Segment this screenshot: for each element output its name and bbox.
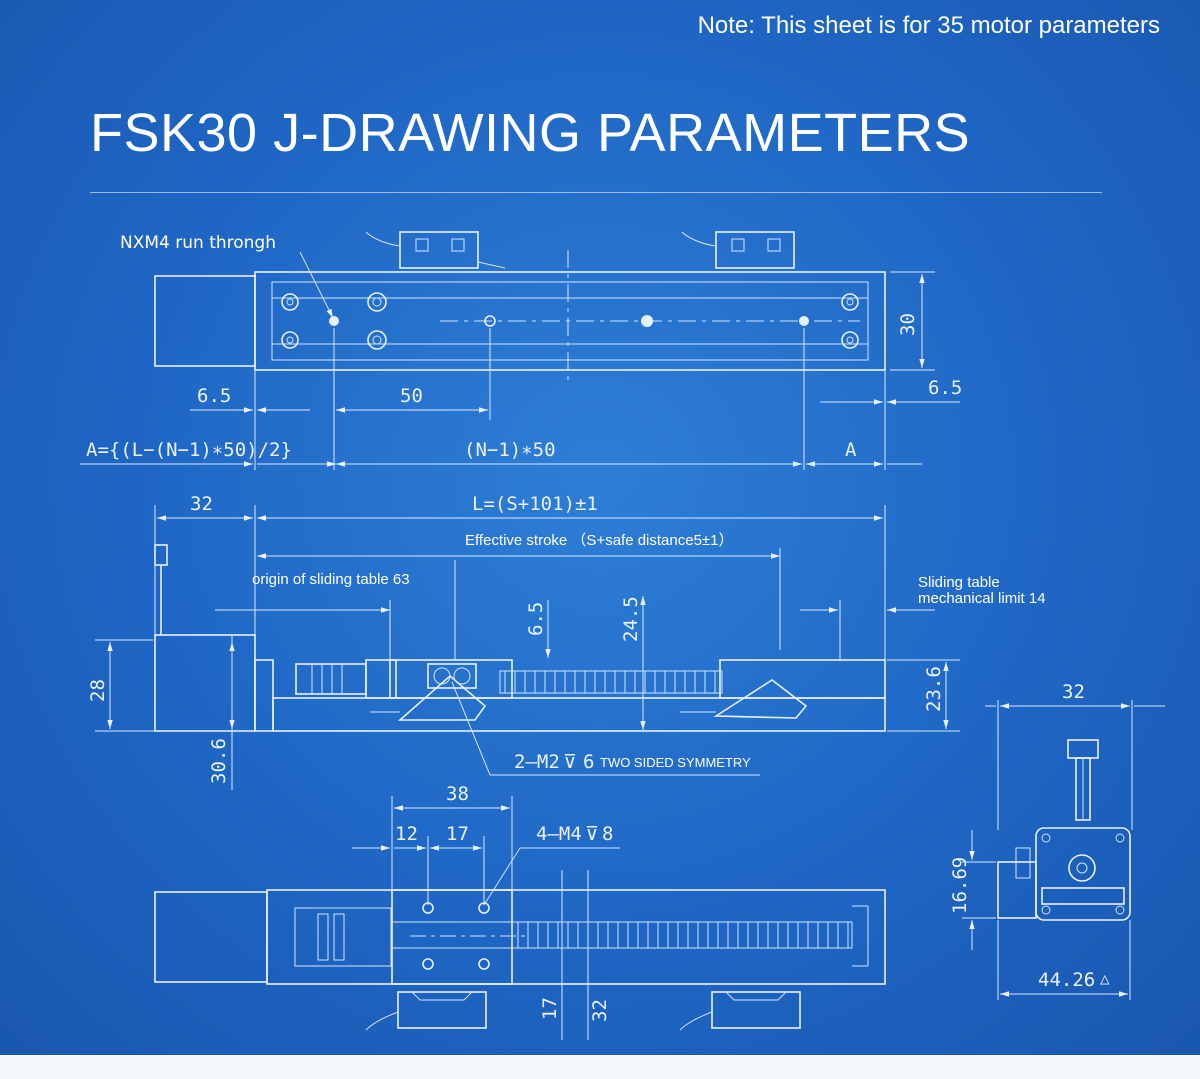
bottom-sensor-left: [365, 991, 487, 1031]
title-divider: [90, 192, 1102, 193]
end-connector: [1067, 739, 1099, 759]
dim-a: A: [845, 439, 857, 461]
bottom-screw: [511, 921, 853, 949]
brand-plate: [1041, 887, 1125, 905]
motor-face: [1035, 827, 1131, 921]
mount-hole: [799, 316, 809, 326]
mount-hole: [329, 316, 339, 326]
dim-23-6: 23.6: [923, 666, 945, 712]
bottom-sensor-right: [679, 991, 801, 1031]
m2-depth-icon: ⊽: [563, 751, 577, 773]
side-view: 32 L=(S+101)±1 Effective stroke （S+safe …: [87, 493, 1046, 790]
m4-hole: [422, 958, 434, 970]
mount-hole: [641, 315, 653, 327]
dim-n-formula: (N−1)∗50: [464, 439, 556, 461]
end-mount: [997, 861, 1037, 919]
dim-32-side: 32: [1062, 681, 1085, 703]
lead-screw: [499, 670, 723, 694]
dim-a-formula: A={(L−(N−1)∗50)/2}: [86, 439, 292, 461]
m4-label: 4—M4: [536, 823, 582, 845]
limit-label-line2: mechanical limit 14: [918, 590, 1046, 607]
dim-24-5: 24.5: [620, 596, 642, 642]
top-rail: [254, 271, 886, 371]
bottom-rail: [266, 889, 886, 985]
limit-label-line1: Sliding table: [918, 574, 1000, 591]
side-rail: [272, 697, 886, 732]
technical-drawing: NXM4 run throngh 30 6.5 50 6.5: [80, 231, 1165, 1040]
dim-l-formula: L=(S+101)±1: [472, 493, 598, 515]
bottom-strip: [0, 1055, 1200, 1079]
end-view: 32 16.69 44.2: [949, 681, 1165, 1000]
nxm4-label: NXM4 run throngh: [120, 233, 276, 253]
symmetry-label: TWO SIDED SYMMETRY: [600, 755, 751, 770]
bottom-slider: [391, 889, 513, 985]
blueprint-sheet: Note: This sheet is for 35 motor paramet…: [0, 0, 1200, 1055]
top-view: NXM4 run throngh 30 6.5 50 6.5: [80, 231, 962, 470]
top-sensor-left: [365, 231, 506, 269]
top-sensor-right: [681, 231, 795, 269]
dim-32-bottom: 32: [589, 999, 611, 1022]
dim-6-5-right: 6.5: [928, 377, 962, 399]
dim-44-26: 44.26: [1038, 969, 1095, 991]
dim-50: 50: [400, 385, 423, 407]
bottom-motor: [154, 891, 268, 983]
m4-hole: [478, 958, 490, 970]
m2-label: 2—M2: [514, 751, 560, 773]
mount-hole: [484, 315, 496, 327]
dim-28: 28: [87, 679, 109, 702]
coupling: [295, 663, 367, 695]
top-motor: [154, 275, 256, 367]
motor-connector: [154, 544, 168, 566]
dim-32-top: 32: [190, 493, 213, 515]
dim-6-5-mid: 6.5: [525, 602, 547, 636]
side-motor: [154, 634, 256, 732]
page-title: FSK30 J-DRAWING PARAMETERS: [90, 103, 971, 163]
origin-label: origin of sliding table 63: [252, 571, 410, 588]
m4-depth: 8: [602, 823, 613, 845]
effective-stroke-label: Effective stroke （S+safe distance5±1）: [465, 532, 734, 549]
dim-12: 12: [395, 823, 418, 845]
m4-hole: [422, 902, 434, 914]
sensor-right: [713, 679, 808, 719]
bottom-view: 38 12 17 4—M4 ⊽ 8: [154, 783, 886, 1040]
m4-hole: [478, 902, 490, 914]
dim-17-bottom: 17: [539, 997, 561, 1020]
dim-16-69: 16.69: [949, 857, 971, 914]
sensor-left: [397, 674, 487, 721]
dim-38: 38: [446, 783, 469, 805]
dim-17: 17: [446, 823, 469, 845]
sliding-table: [389, 659, 513, 699]
motor-note: Note: This sheet is for 35 motor paramet…: [697, 12, 1160, 39]
dim-6-5-left: 6.5: [197, 385, 231, 407]
m4-depth-icon: ⊽: [585, 823, 599, 845]
dim-30: 30: [897, 313, 919, 336]
datum-triangle-icon: △: [1100, 969, 1110, 988]
dim-30-6: 30.6: [208, 738, 230, 784]
m2-depth: 6: [583, 751, 594, 773]
